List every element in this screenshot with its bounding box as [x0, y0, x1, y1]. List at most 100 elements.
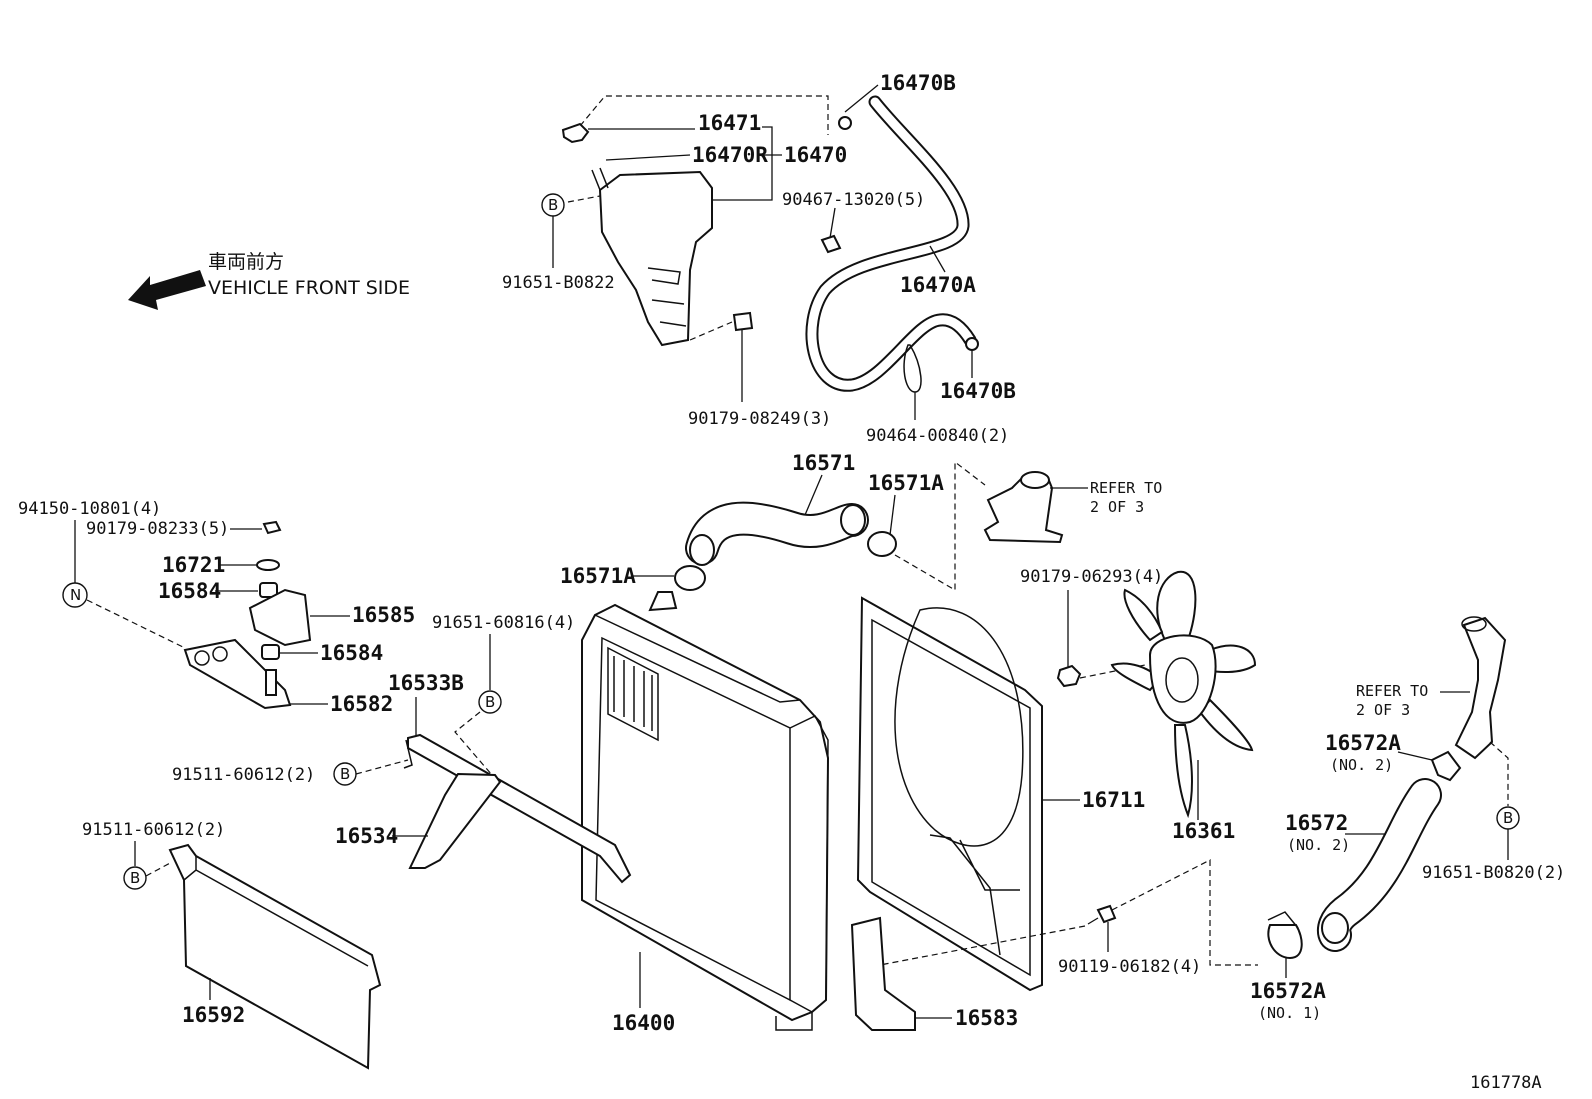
- fan-hub: [1148, 634, 1217, 724]
- label-16592: 16592: [182, 1003, 245, 1027]
- fan-blade-6: [1123, 588, 1164, 642]
- radiator-top-tank: [594, 614, 801, 703]
- bolt-90119: [1096, 904, 1117, 924]
- label-90179-06293: 90179-06293(4): [1020, 567, 1163, 587]
- radiator-bottom-bracket: [775, 1012, 813, 1031]
- label-16711: 16711: [1082, 788, 1145, 812]
- label-16572A-no1-sub: (NO. 1): [1258, 1004, 1321, 1022]
- clamp-16572A-no1: [1267, 924, 1303, 960]
- washer-16721: [256, 559, 280, 571]
- label-91651-B0822: 91651-B0822: [502, 273, 615, 293]
- reservoir-hose-group: 90467-13020(5) 16470A 16470B 90464-00840…: [782, 95, 1016, 446]
- callout-b-91511-a-text: B: [340, 765, 350, 783]
- support-hole-b: [212, 646, 228, 662]
- shroud-bracket-16583: [850, 916, 916, 1031]
- callout-n: [62, 582, 88, 608]
- label-91511-b: 91511-60612(2): [82, 820, 225, 840]
- leader-90467: [829, 207, 836, 239]
- label-16361: 16361: [1172, 819, 1235, 843]
- stud-16582: [265, 669, 277, 696]
- refer1-line2: 2 OF 3: [1090, 498, 1144, 516]
- label-16470: 16470: [784, 143, 847, 167]
- water-outlet-neck: [1020, 471, 1050, 489]
- refer1-line1: REFER TO: [1090, 479, 1162, 497]
- bolt-90119-dashed: [879, 859, 1258, 966]
- water-inlet-mouth: [1461, 616, 1487, 632]
- hose-clamp-top: [838, 116, 852, 130]
- label-91651-60816: 91651-60816(4): [432, 613, 575, 633]
- hose-clip-90467: [820, 234, 842, 254]
- leader-16571A-right: [889, 494, 896, 536]
- callout-b-91651-B0820-text: B: [1503, 809, 1513, 827]
- shroud-ring: [894, 607, 1024, 847]
- refer2-line2: 2 OF 3: [1356, 701, 1410, 719]
- reservoir-hose-inner: [807, 97, 975, 390]
- reservoir-ribs: [647, 267, 687, 327]
- callout-b-rod-text: B: [485, 693, 495, 711]
- label-16583: 16583: [955, 1006, 1018, 1030]
- nut-90179-08233: [262, 520, 282, 535]
- leader-16572A-no2: [1397, 751, 1433, 761]
- clamp-16572A-no1-tab: [1267, 911, 1299, 929]
- label-16571A-right: 16571A: [868, 471, 944, 495]
- callout-b-reservoir-text: B: [548, 196, 558, 214]
- label-16571A-left: 16571A: [560, 564, 636, 588]
- vehicle-front-direction: 車両前方 VEHICLE FRONT SIDE: [128, 251, 410, 310]
- leader-16571: [804, 474, 823, 516]
- upper-hose-inner: [687, 503, 867, 563]
- label-90467: 90467-13020(5): [782, 190, 925, 210]
- fan-blade-1: [1156, 570, 1197, 641]
- grommet-90179-08249: [732, 311, 754, 332]
- clamp-16571A-right: [867, 531, 897, 557]
- direction-label-jp: 車両前方: [208, 251, 284, 273]
- cushion-16584-a: [259, 582, 278, 598]
- mount-bracket-group: 94150-10801(4) 90179-08233(5) 16721 1658…: [18, 499, 415, 716]
- radiator-group: 16400: [581, 591, 830, 1035]
- label-16584-a: 16584: [158, 579, 221, 603]
- label-16470B-bottom: 16470B: [940, 379, 1016, 403]
- label-91511-a: 91511-60612(2): [172, 765, 315, 785]
- callout-n-text: N: [70, 586, 81, 604]
- fan-shroud-16711: [856, 596, 1043, 992]
- radiator-filler-neck: [648, 591, 678, 612]
- bolt-90119-shank: [1087, 917, 1099, 925]
- label-16470A: 16470A: [900, 273, 976, 297]
- hose-clamp-90464: [903, 344, 922, 393]
- reservoir-cap-16471: [561, 122, 590, 144]
- hose-end-right: [840, 504, 866, 536]
- callout-b-91511-a-dashed: [355, 759, 409, 775]
- cover-16592: [168, 843, 382, 1070]
- label-16534: 16534: [335, 824, 398, 848]
- fan-hub-center: [1165, 657, 1199, 703]
- nut-90179-06293: [1056, 664, 1082, 688]
- leader-16470A: [929, 245, 946, 273]
- label-16470B-top: 16470B: [880, 71, 956, 95]
- support-16582: [183, 638, 292, 710]
- label-94150: 94150-10801(4): [18, 499, 161, 519]
- label-16585: 16585: [352, 603, 415, 627]
- support-hole-a: [194, 650, 210, 666]
- clamp-dashed-right: [894, 460, 986, 592]
- label-16572A-no2-sub: (NO. 2): [1330, 756, 1393, 774]
- label-90119: 90119-06182(4): [1058, 957, 1201, 977]
- callout-b-rod: [478, 690, 502, 714]
- rod-end-bend: [403, 739, 413, 769]
- lower-cover-group: 91511-60612(2) B 16592: [82, 820, 382, 1070]
- rod-16533B: [407, 733, 632, 884]
- label-16572A-no2: 16572A: [1325, 731, 1401, 755]
- fan-blade-3: [1198, 698, 1254, 752]
- callout-b-91511-b: [123, 866, 147, 890]
- front-arrow-icon: [128, 270, 206, 310]
- water-inlet-pipe: [1454, 616, 1507, 760]
- radiator-side-tank: [789, 715, 829, 1013]
- hose-clamp-bottom: [965, 337, 979, 351]
- clamp-16571A-left: [674, 565, 706, 591]
- label-16572-sub: (NO. 2): [1287, 836, 1350, 854]
- clip-dashed-right: [1489, 741, 1509, 806]
- bracket-16585: [248, 588, 312, 647]
- label-16571: 16571: [792, 451, 855, 475]
- label-16572: 16572: [1285, 811, 1348, 835]
- label-16582: 16582: [330, 692, 393, 716]
- shroud-ring-rear: [929, 834, 1020, 956]
